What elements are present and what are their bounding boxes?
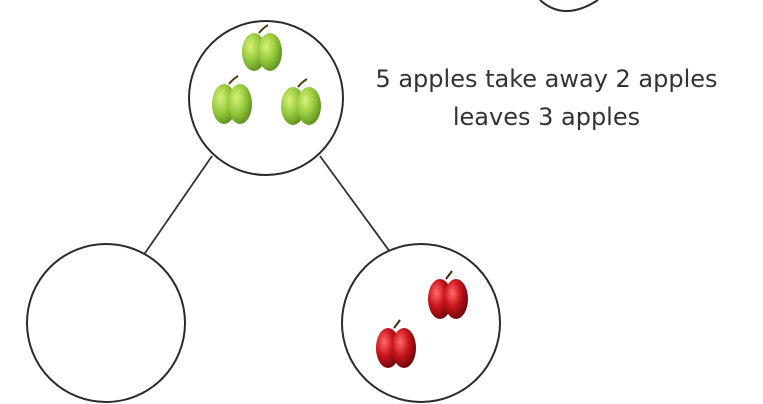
part-circle-right <box>341 243 501 403</box>
caption-line-2: leaves 3 apples <box>452 103 641 131</box>
partial-circle-top-edge <box>539 0 599 12</box>
green-apple-icon <box>281 78 321 125</box>
red-apple-icon <box>428 270 468 319</box>
connector-right <box>319 155 394 257</box>
green-apple-icon <box>242 24 282 71</box>
connector-left <box>142 155 213 257</box>
whole-circle <box>188 20 344 176</box>
green-apple-icon <box>212 75 252 124</box>
subtraction-caption: 5 apples take away 2 apples leaves 3 app… <box>330 60 763 136</box>
red-apple-icon <box>376 319 416 368</box>
part-circle-left <box>26 243 186 403</box>
caption-line-1: 5 apples take away 2 apples <box>375 65 718 93</box>
